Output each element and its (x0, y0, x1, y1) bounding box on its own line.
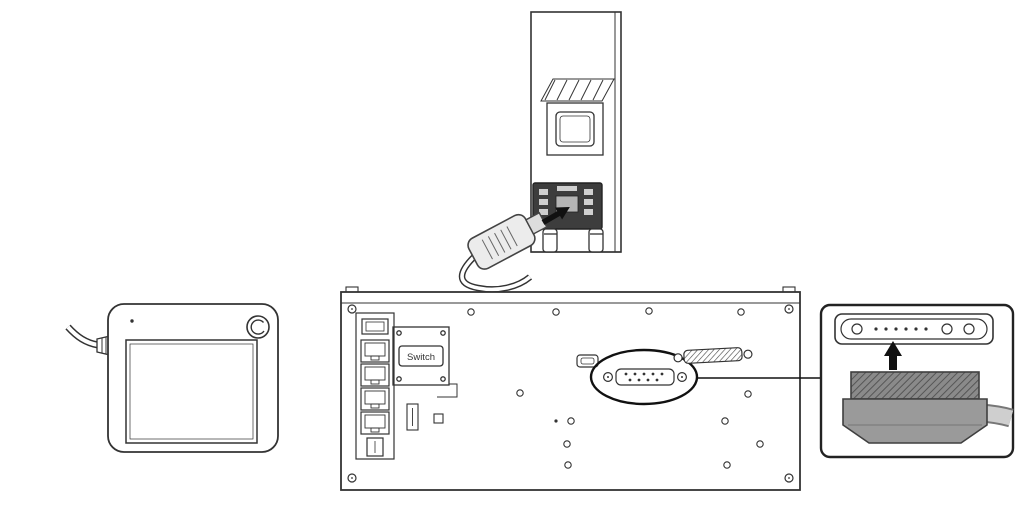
plug-lower-body (842, 398, 988, 444)
vent-louvers-icon (540, 78, 615, 102)
panel-outline (340, 291, 801, 491)
detail-inset (819, 303, 1015, 459)
switch-module-label: Switch (407, 352, 435, 363)
mini-display-connector (576, 354, 599, 368)
tower-feet (531, 228, 621, 253)
corner-screws (347, 304, 794, 483)
tower-device (530, 11, 622, 253)
switch-module: Switch (392, 326, 458, 398)
ethernet-port-1 (360, 339, 390, 363)
top-connector-plug (467, 211, 548, 270)
plug-grip-ridges (481, 226, 518, 260)
ethernet-port-4 (360, 411, 390, 435)
toggle-component (406, 403, 419, 431)
inset-connector-plug (842, 371, 988, 444)
highlight-ellipse (589, 348, 699, 406)
small-square-component (433, 413, 444, 424)
db9-connector (602, 368, 687, 386)
button-symbol-icon (250, 319, 265, 335)
ethernet-port-3 (360, 387, 390, 411)
pendant-body (107, 303, 279, 453)
top-plug-cable (458, 252, 533, 293)
ethernet-port-2 (360, 363, 390, 387)
ethernet-port-column (355, 312, 395, 460)
plug-ridged-top (850, 371, 980, 400)
inset-receptacle (834, 313, 994, 345)
pendant-screen (125, 339, 258, 444)
insert-arrow-icon (541, 207, 570, 225)
panel-screws (467, 307, 764, 469)
top-small-connector (361, 318, 389, 335)
recessed-panel (546, 102, 604, 156)
indicator-dot (130, 319, 134, 323)
up-arrow-icon (884, 341, 902, 370)
db25-connector (673, 347, 753, 364)
rear-panel: Switch (340, 286, 801, 491)
emergency-stop-button (246, 315, 270, 339)
bottom-small-connector (366, 437, 384, 457)
pendant-device (65, 303, 279, 453)
pendant-cable (65, 324, 99, 349)
